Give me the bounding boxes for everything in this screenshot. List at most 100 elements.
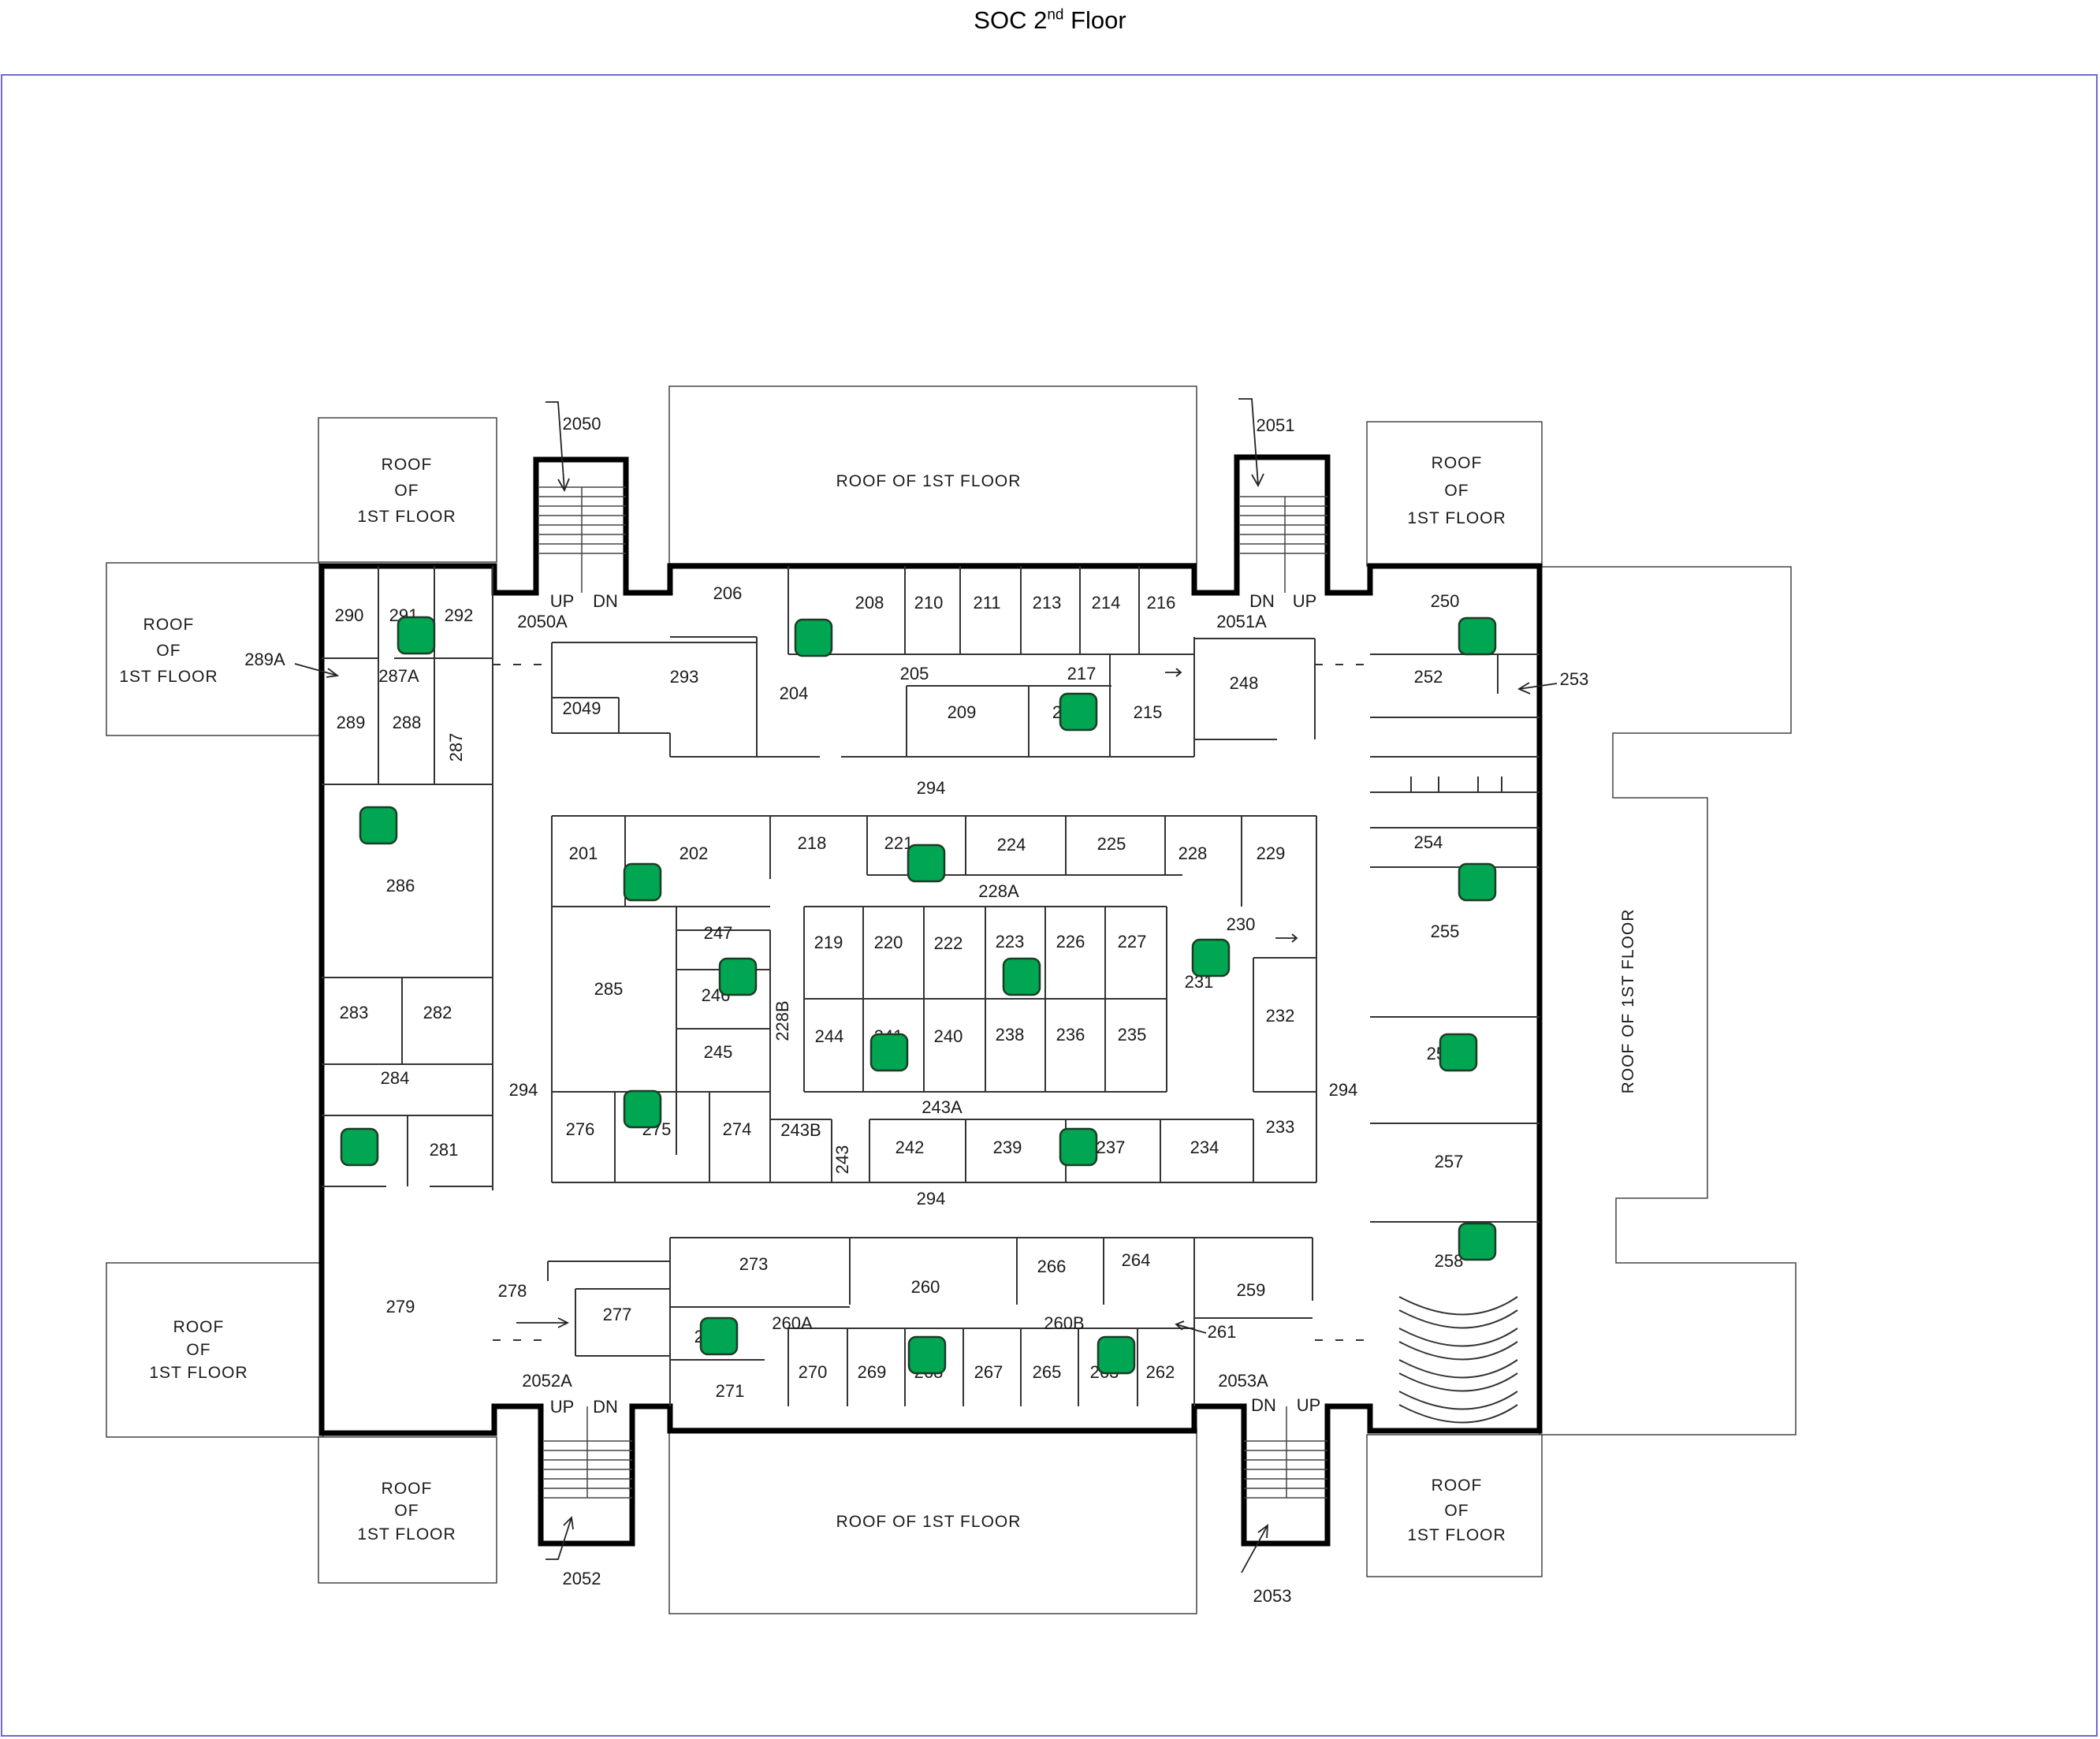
building-outline	[318, 454, 1543, 1547]
access-point-marker[interactable]	[718, 957, 758, 996]
room-label: 287A	[378, 666, 419, 686]
room-label: 273	[739, 1254, 769, 1274]
leader-arrows	[294, 398, 1558, 1573]
room-label: 230	[1227, 914, 1256, 934]
room-label: 262	[1146, 1362, 1175, 1382]
room-label: 2050A	[517, 612, 568, 631]
room-label: 223	[996, 932, 1025, 951]
room-label: 285	[594, 979, 624, 999]
page-title: SOC 2nd Floor	[0, 0, 2100, 71]
room-label: 235	[1118, 1025, 1147, 1045]
room-label: 227	[1118, 932, 1147, 951]
room-label: 270	[799, 1362, 828, 1382]
room-label: 205	[900, 664, 929, 683]
access-point-marker[interactable]	[907, 843, 946, 883]
roof-label: ROOF OF 1ST FLOOR	[1619, 909, 1637, 1094]
access-point-marker[interactable]	[1059, 692, 1098, 732]
access-point-marker[interactable]	[623, 862, 662, 902]
room-label: 294	[509, 1080, 538, 1100]
room-label: 202	[680, 843, 709, 863]
room-label: 287	[446, 733, 466, 762]
roof-label: 1ST FLOOR	[357, 1525, 456, 1544]
room-label: 2049	[563, 698, 601, 718]
roof-label: ROOF	[382, 456, 433, 474]
room-label: 292	[445, 605, 474, 625]
roof-label: OF	[156, 642, 181, 660]
room-label: 294	[917, 1189, 946, 1208]
roof-label: ROOF OF 1ST FLOOR	[836, 472, 1022, 490]
room-label: 255	[1431, 922, 1460, 941]
roof-label: 1ST FLOOR	[119, 668, 218, 686]
room-label: 243	[832, 1145, 852, 1175]
auditorium-seating	[1398, 1296, 1518, 1424]
room-label: 247	[704, 923, 733, 943]
access-point-marker[interactable]	[1458, 1222, 1497, 1261]
room-label: 260B	[1044, 1313, 1084, 1333]
room-label: 289A	[244, 650, 285, 669]
room-label: 216	[1147, 593, 1176, 613]
stair-up-label: UP	[550, 591, 575, 611]
room-label: 289	[337, 713, 366, 732]
room-label: 274	[723, 1119, 752, 1139]
title-suffix: Floor	[1063, 6, 1126, 34]
access-point-marker[interactable]	[1458, 616, 1497, 656]
room-label: 228B	[773, 1000, 792, 1041]
access-point-marker[interactable]	[1097, 1335, 1136, 1375]
roof-label: OF	[1444, 1502, 1469, 1520]
room-label: 264	[1122, 1250, 1151, 1270]
access-point-marker[interactable]	[794, 618, 833, 657]
room-label: 236	[1056, 1025, 1085, 1045]
room-label: 2051A	[1216, 612, 1267, 631]
room-label: 237	[1097, 1138, 1126, 1157]
access-point-marker[interactable]	[699, 1316, 739, 1356]
room-label: 266	[1037, 1257, 1067, 1276]
access-point-marker[interactable]	[340, 1127, 379, 1167]
room-label: 2052A	[522, 1371, 572, 1391]
room-label: 213	[1033, 593, 1062, 613]
roof-box-left-upper	[106, 562, 320, 736]
access-point-marker[interactable]	[1191, 938, 1231, 977]
access-point-marker[interactable]	[397, 616, 436, 655]
title-text: SOC 2	[974, 6, 1048, 34]
room-label: 217	[1067, 664, 1097, 683]
room-label: 267	[974, 1362, 1003, 1382]
roof-label: ROOF	[143, 616, 195, 634]
room-label: 259	[1237, 1280, 1266, 1300]
room-label: 245	[704, 1042, 733, 1062]
access-point-marker[interactable]	[869, 1033, 909, 1072]
access-point-marker[interactable]	[1059, 1127, 1098, 1167]
stair-down-label: DN	[593, 591, 618, 611]
room-label: 248	[1230, 673, 1259, 693]
roof-label: 1ST FLOOR	[357, 508, 456, 526]
room-label: 276	[566, 1119, 595, 1139]
roof-label: ROOF	[382, 1480, 433, 1498]
roof-label: 1ST FLOOR	[1407, 1526, 1506, 1544]
access-point-marker[interactable]	[1002, 957, 1041, 996]
room-label: 286	[386, 876, 415, 896]
room-label: 224	[997, 835, 1026, 855]
room-label: 281	[430, 1140, 459, 1160]
access-point-marker[interactable]	[1458, 862, 1497, 902]
room-label: 244	[815, 1026, 844, 1046]
room-label: 282	[423, 1003, 452, 1022]
room-label: 228A	[978, 881, 1019, 901]
room-label: 257	[1435, 1152, 1464, 1171]
stair-down-label: DN	[593, 1397, 618, 1417]
room-label: 206	[713, 583, 743, 603]
access-point-marker[interactable]	[1439, 1033, 1478, 1072]
room-label: 228	[1178, 843, 1208, 863]
room-label: 225	[1097, 834, 1126, 854]
room-label: 239	[993, 1138, 1022, 1157]
room-label: 269	[858, 1362, 887, 1382]
room-label: 260A	[772, 1313, 813, 1333]
room-label: 283	[340, 1003, 369, 1022]
roof-labels: ROOF OF 1ST FLOOR ROOF OF 1ST FLOOR ROOF…	[119, 454, 1637, 1544]
access-point-marker[interactable]	[623, 1089, 662, 1129]
room-label: 261	[1208, 1322, 1237, 1342]
access-point-marker[interactable]	[907, 1335, 947, 1375]
roof-box-right	[1539, 566, 1797, 1436]
access-point-marker[interactable]	[359, 806, 398, 845]
roof-box-left-lower	[106, 1262, 324, 1438]
room-label: 214	[1092, 593, 1121, 613]
